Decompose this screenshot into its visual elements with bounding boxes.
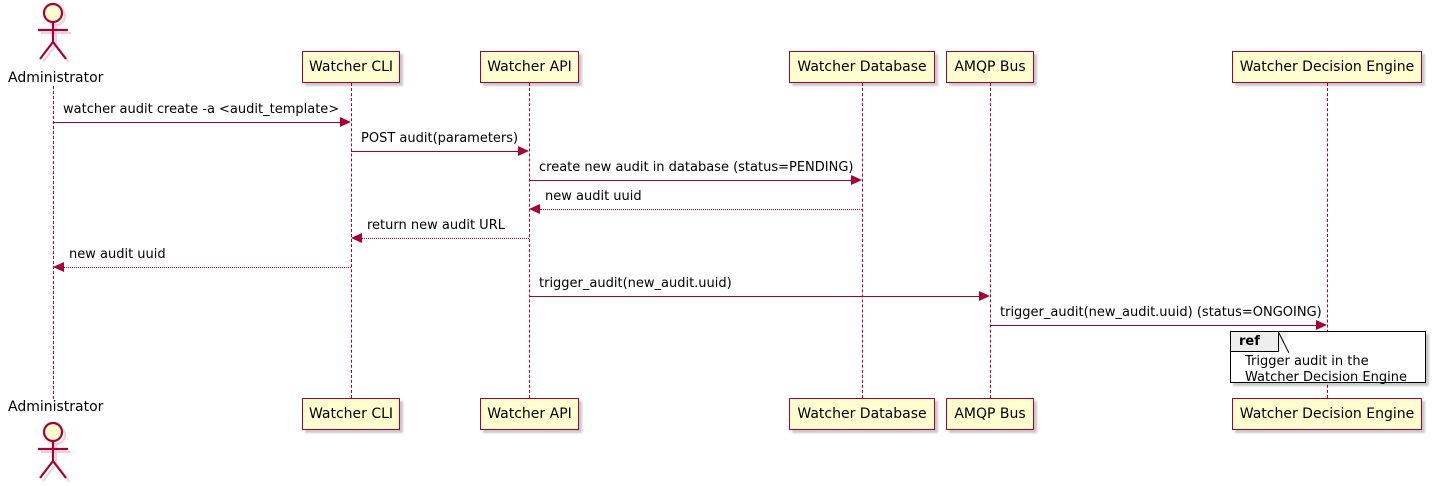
participant-watcher-api-top[interactable]: Watcher API: [480, 51, 579, 83]
message-arrow-6: [64, 267, 351, 268]
lifeline-amqp-bus: [990, 83, 991, 398]
message-arrow-8: [990, 325, 1316, 326]
participant-label: Watcher Database: [797, 59, 927, 75]
ref-fragment-body-line-2: Watcher Decision Engine: [1245, 370, 1407, 385]
message-arrow-4: [540, 209, 862, 210]
message-label-4: new audit uuid: [545, 189, 642, 204]
ref-fragment: ref Trigger audit in the Watcher Decisio…: [1230, 331, 1426, 385]
participant-watcher-decision-engine-bottom[interactable]: Watcher Decision Engine: [1232, 398, 1422, 430]
participant-watcher-cli-top[interactable]: Watcher CLI: [302, 51, 400, 83]
message-arrow-7: [529, 296, 979, 297]
participant-label: AMQP Bus: [954, 59, 1026, 75]
actor-label-administrator-top: Administrator: [8, 70, 104, 86]
message-arrowhead-3: [851, 175, 862, 185]
participant-label: Watcher CLI: [308, 406, 394, 422]
message-arrow-3: [529, 180, 851, 181]
message-arrowhead-1: [340, 117, 351, 127]
actor-administrator-top: [28, 2, 80, 66]
actor-label-administrator-bottom: Administrator: [8, 399, 104, 415]
lifeline-watcher-api: [529, 83, 530, 398]
participant-label: Watcher CLI: [308, 59, 394, 75]
lifeline-watcher-database: [862, 83, 863, 398]
participant-amqp-bus-bottom[interactable]: AMQP Bus: [946, 398, 1034, 430]
ref-fragment-tab-label: ref: [1239, 334, 1260, 349]
message-label-2: POST audit(parameters): [361, 131, 519, 146]
participant-watcher-database-bottom[interactable]: Watcher Database: [789, 398, 935, 430]
message-arrow-2: [351, 151, 518, 152]
lifeline-watcher-decision-engine: [1327, 83, 1328, 398]
message-label-3: create new audit in database (status=PEN…: [539, 160, 854, 175]
message-label-5: return new audit URL: [367, 218, 505, 233]
participant-watcher-cli-bottom[interactable]: Watcher CLI: [302, 398, 400, 430]
message-label-1: watcher audit create -a <audit_template>: [63, 102, 340, 117]
message-arrowhead-2: [518, 146, 529, 156]
message-arrowhead-7: [979, 291, 990, 301]
participant-watcher-decision-engine-top[interactable]: Watcher Decision Engine: [1232, 51, 1422, 83]
participant-watcher-api-bottom[interactable]: Watcher API: [480, 398, 579, 430]
lifeline-administrator: [53, 86, 54, 399]
ref-fragment-tab-notch: [1279, 332, 1289, 352]
message-label-8: trigger_audit(new_audit.uuid) (status=ON…: [1000, 305, 1322, 320]
participant-label: Watcher Decision Engine: [1239, 406, 1415, 422]
message-arrowhead-4: [529, 204, 540, 214]
participant-label: Watcher Database: [797, 406, 927, 422]
participant-watcher-database-top[interactable]: Watcher Database: [789, 51, 935, 83]
message-arrowhead-8: [1316, 320, 1327, 330]
message-label-7: trigger_audit(new_audit.uuid): [539, 276, 732, 291]
message-label-6: new audit uuid: [69, 247, 166, 262]
message-arrow-5: [362, 238, 529, 239]
participant-label: AMQP Bus: [954, 406, 1026, 422]
ref-fragment-body-line-1: Trigger audit in the: [1245, 354, 1369, 369]
message-arrow-1: [53, 122, 340, 123]
participant-amqp-bus-top[interactable]: AMQP Bus: [946, 51, 1034, 83]
message-arrowhead-5: [351, 233, 362, 243]
participant-label: Watcher Decision Engine: [1239, 59, 1415, 75]
actor-administrator-bottom: [28, 420, 80, 486]
participant-label: Watcher API: [487, 406, 572, 422]
ref-fragment-tab: ref: [1231, 332, 1279, 352]
message-arrowhead-6: [53, 262, 64, 272]
participant-label: Watcher API: [487, 59, 572, 75]
